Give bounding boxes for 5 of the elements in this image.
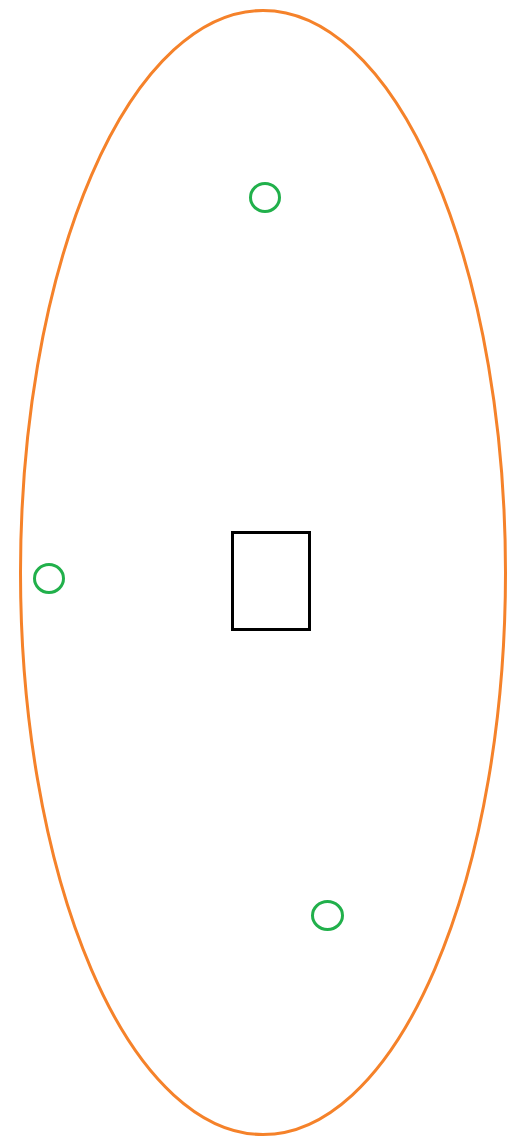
- small-circle: [33, 563, 65, 594]
- rectangle: [231, 531, 311, 631]
- small-circle: [249, 182, 281, 213]
- oval-outline: [19, 9, 507, 1136]
- small-circle: [311, 900, 344, 931]
